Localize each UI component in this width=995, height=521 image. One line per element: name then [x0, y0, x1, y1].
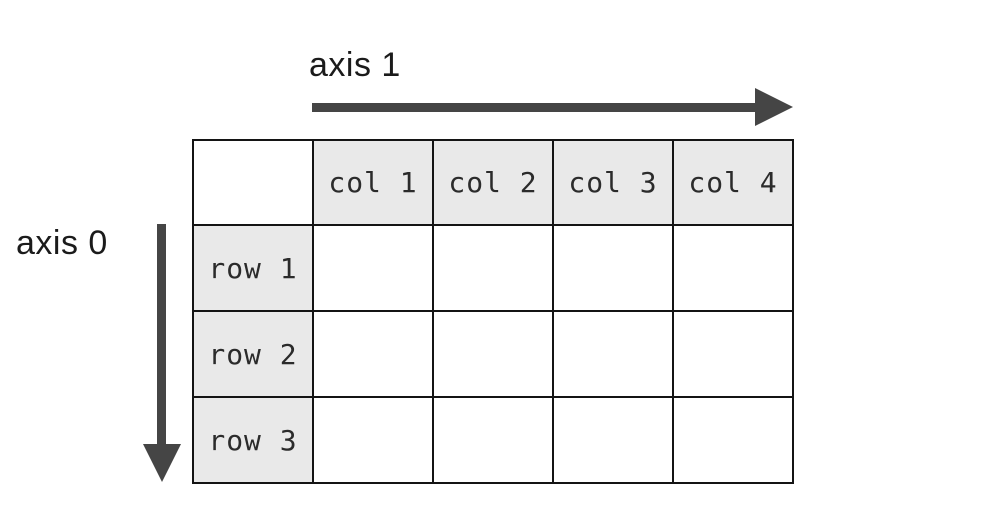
- axis-0-arrow-shaft: [157, 224, 166, 445]
- column-header-row: col 1 col 2 col 3 col 4: [192, 139, 794, 226]
- table-row: row 3: [192, 396, 794, 484]
- body-cell: [432, 396, 554, 484]
- row-header-3: row 3: [192, 396, 314, 484]
- body-cell: [552, 396, 674, 484]
- body-cell: [432, 310, 554, 398]
- col-header-4: col 4: [672, 139, 794, 226]
- table-row: row 2: [192, 310, 794, 398]
- body-cell: [312, 310, 434, 398]
- col-header-2: col 2: [432, 139, 554, 226]
- body-cell: [672, 224, 794, 312]
- axis-1-label: axis 1: [309, 46, 401, 84]
- body-cell: [432, 224, 554, 312]
- axis-0-label: axis 0: [16, 224, 108, 262]
- row-header-1: row 1: [192, 224, 314, 312]
- table-row: row 1: [192, 224, 794, 312]
- axis-0-arrow-down-icon: [143, 444, 181, 482]
- body-cell: [672, 396, 794, 484]
- col-header-3: col 3: [552, 139, 674, 226]
- col-header-1: col 1: [312, 139, 434, 226]
- axis-1-arrow-shaft: [312, 103, 757, 112]
- axis-1-arrow-right-icon: [755, 88, 793, 126]
- body-cell: [312, 224, 434, 312]
- body-cell: [312, 396, 434, 484]
- body-cell: [552, 224, 674, 312]
- corner-cell: [192, 139, 314, 226]
- row-header-2: row 2: [192, 310, 314, 398]
- dataframe-table: col 1 col 2 col 3 col 4 row 1 row 2 row …: [192, 139, 794, 484]
- body-cell: [552, 310, 674, 398]
- body-cell: [672, 310, 794, 398]
